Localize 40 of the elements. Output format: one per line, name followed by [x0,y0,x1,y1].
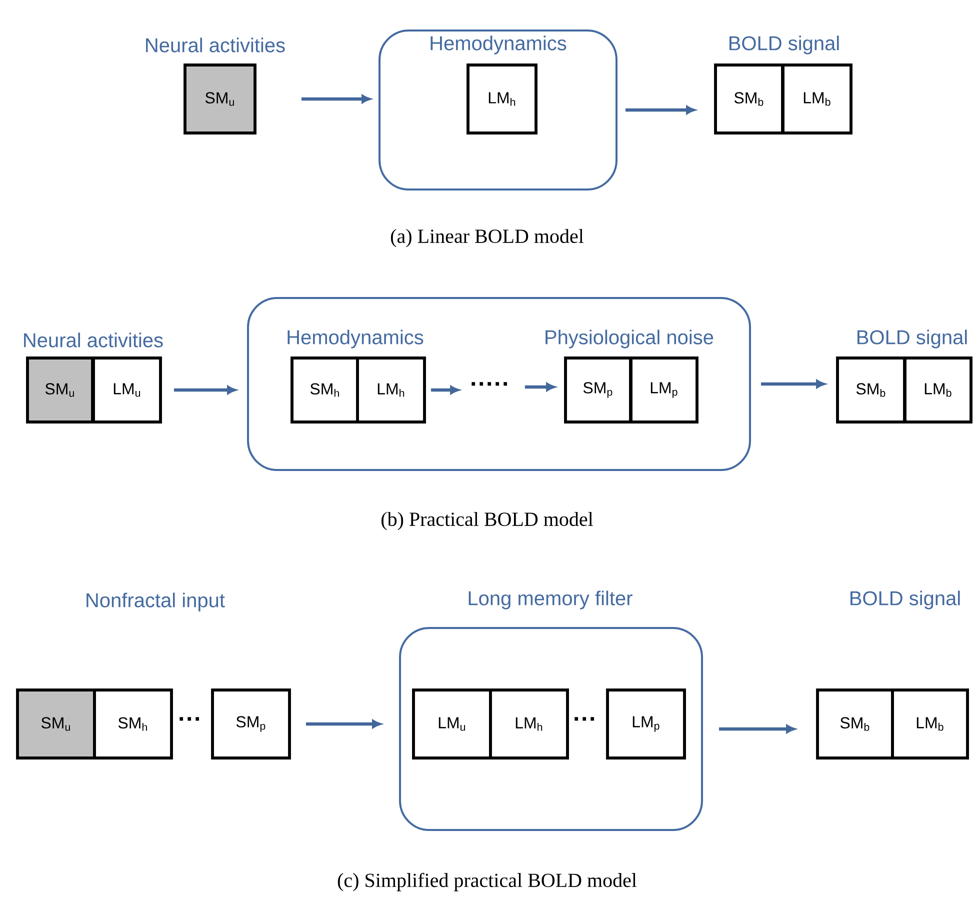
heading: BOLD signal [858,330,967,348]
box: SM$_{u}$ [16,688,96,760]
heading: BOLD signal [850,590,960,610]
ellipsis: ··· [180,717,200,721]
box: SM$_{h}$ [93,688,173,760]
ellipsis: ··· [574,717,594,721]
box: LM$_{u}$ [92,356,162,424]
caption: (a) Linear BOLD model [390,228,584,248]
box: LM$_{b}$ [782,64,852,134]
arrow [524,382,556,392]
arrow [719,724,796,734]
box: LM$_{p}$ [630,356,698,424]
ellipsis: ····· [472,382,508,386]
box: LM$_{h}$ [489,688,569,760]
box: LM$_{h}$ [466,64,538,134]
box: SM$_{u}$ [184,64,256,134]
heading: Nonfractal input [86,592,225,612]
box: SM$_{b}$ [836,356,906,424]
box: LM$_{b}$ [891,688,969,760]
arrow [301,94,370,104]
box: LM$_{u}$ [412,688,492,760]
box: SM$_{b}$ [816,688,894,760]
box: SM$_{h}$ [290,356,360,424]
box: SM$_{u}$ [26,356,94,424]
arrow [761,380,826,388]
box: SM$_{p}$ [564,356,632,424]
arrow [626,106,696,114]
box: LM$_{h}$ [356,356,426,424]
heading: Neural activities [24,332,163,348]
arrow [430,386,460,394]
box: LM$_{b}$ [904,356,972,424]
box: SM$_{b}$ [714,64,784,134]
caption: (c) Simplified practical BOLD model [338,872,637,892]
heading: BOLD signal [730,36,839,54]
node-label: Long memory filter [468,590,632,610]
box: SM$_{p}$ [211,688,291,760]
caption: (b) Practical BOLD model [382,512,593,530]
box: LM$_{p}$ [606,688,686,760]
arrow [174,386,236,394]
arrow [306,720,381,728]
